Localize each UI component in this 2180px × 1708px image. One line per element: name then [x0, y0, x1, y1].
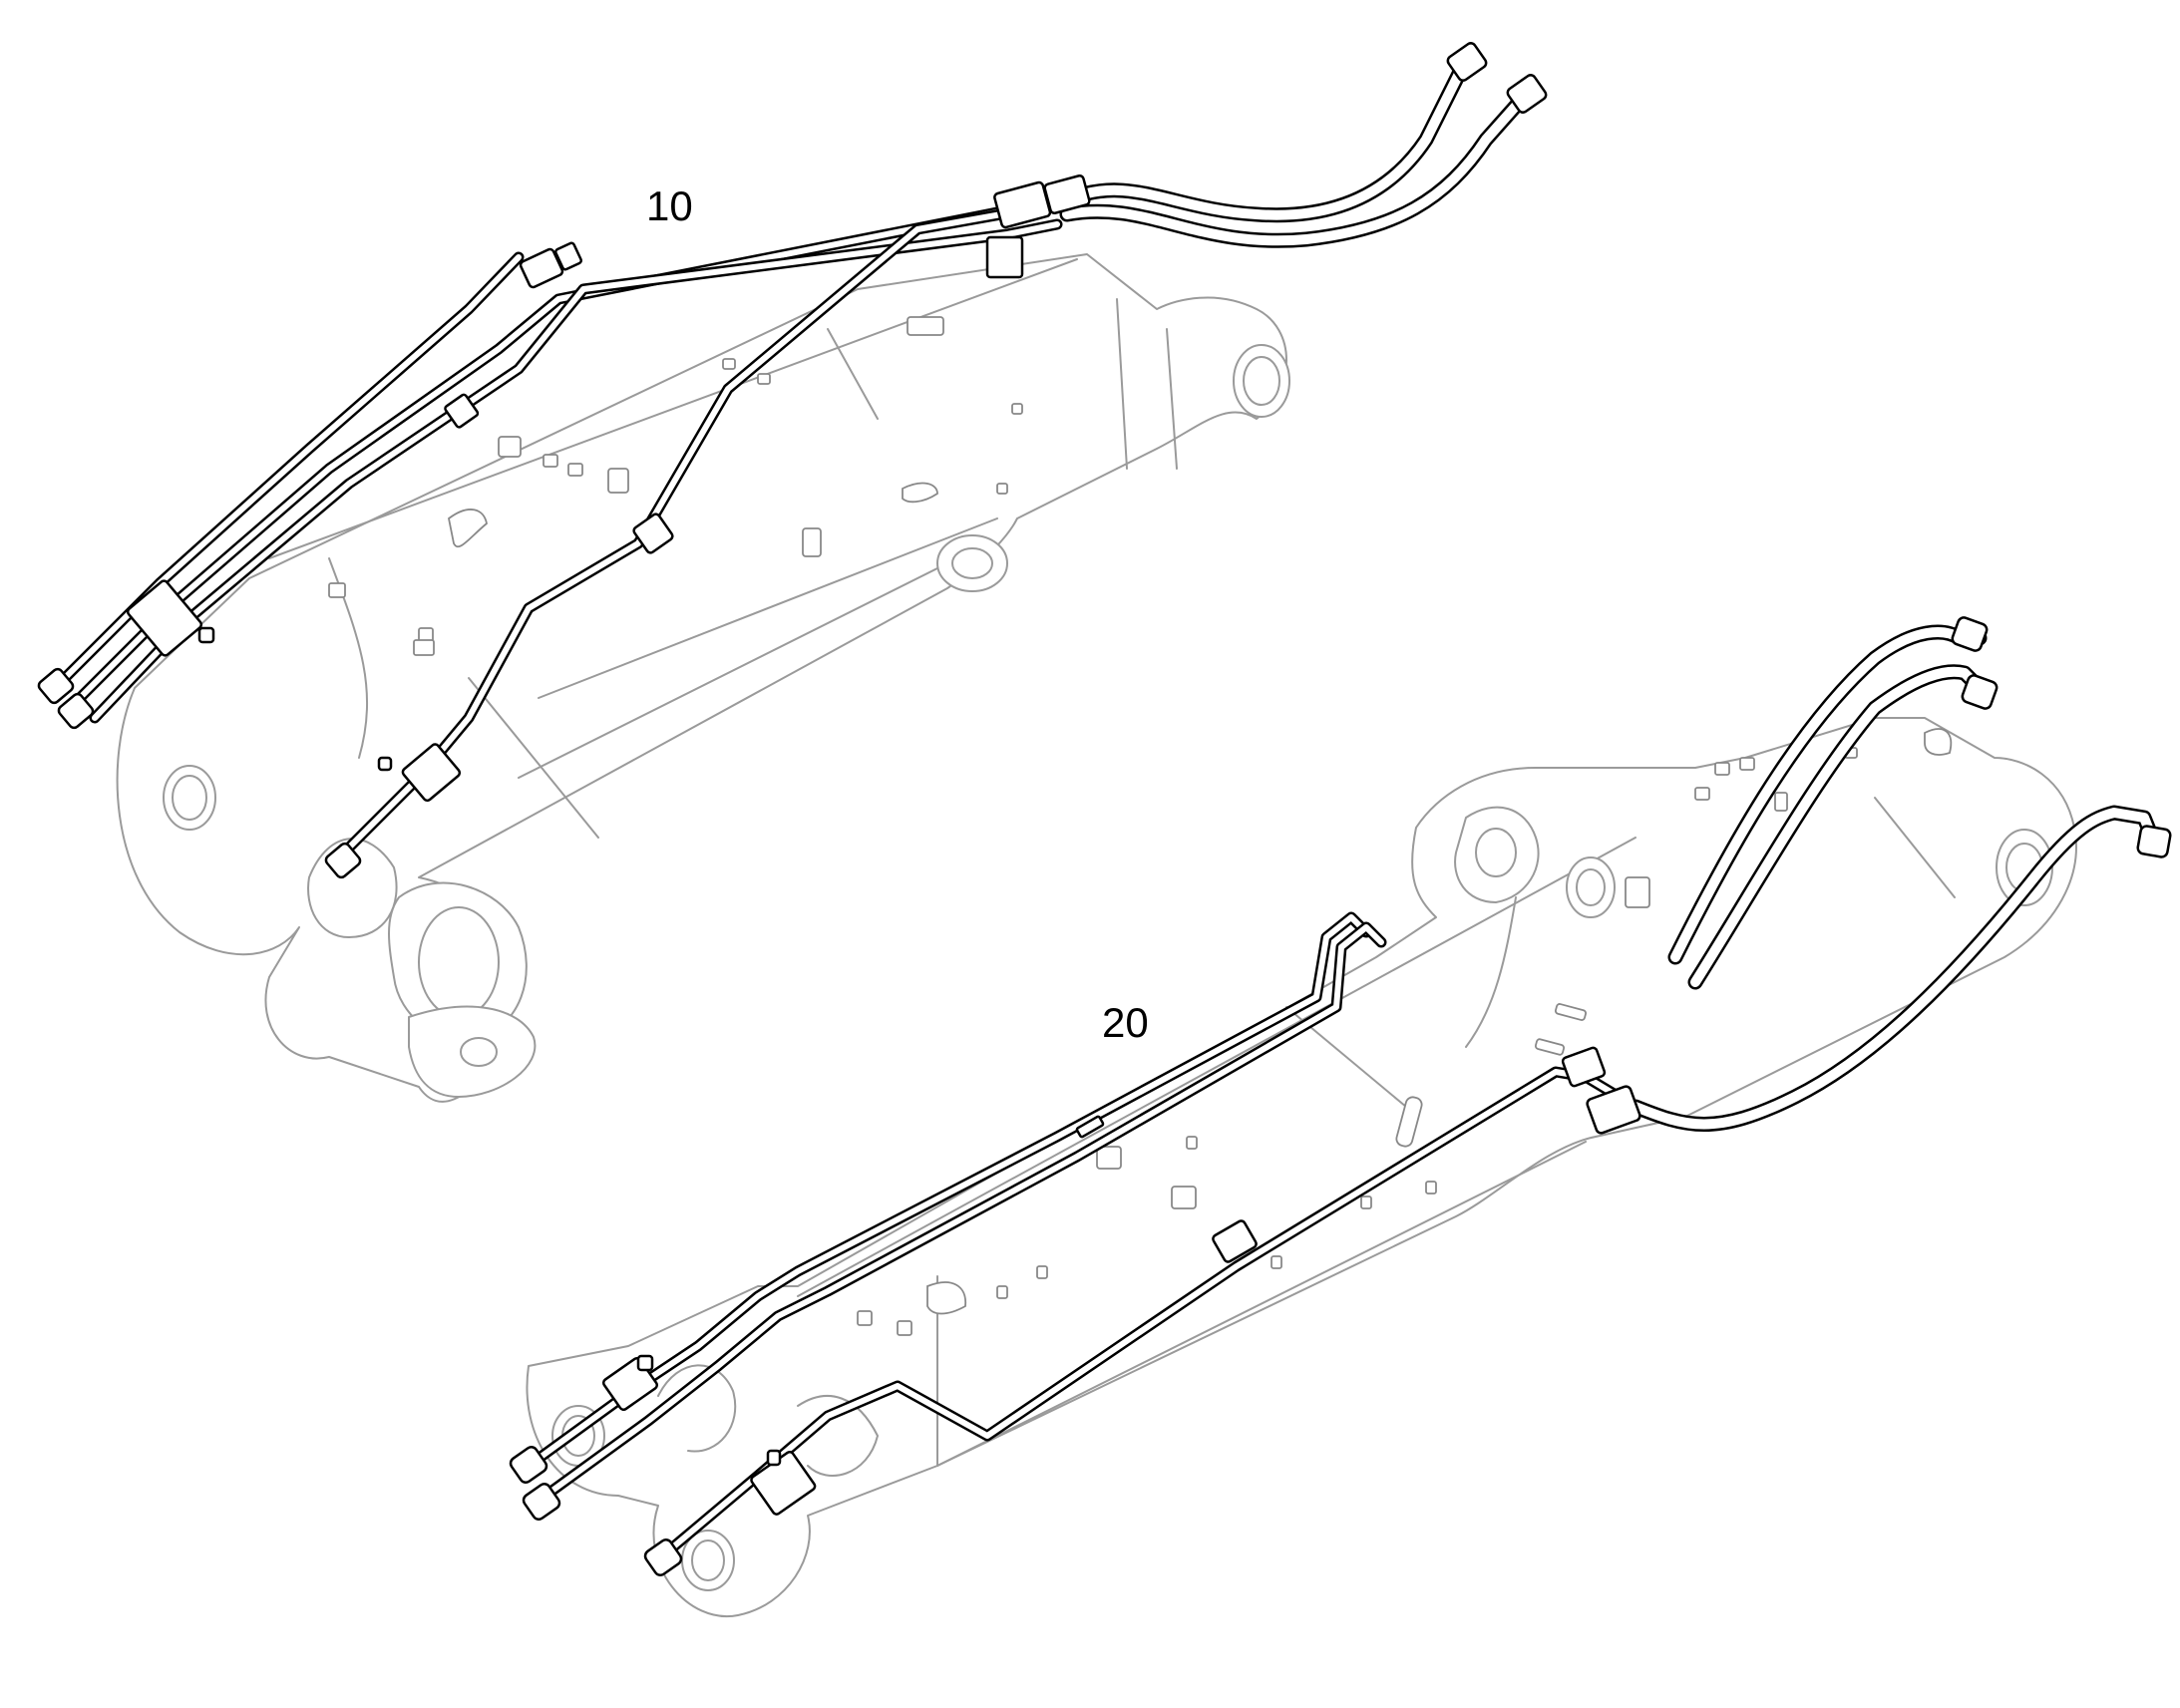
boom-fittings [37, 42, 1548, 879]
boom-assembly-10 [37, 42, 1548, 1103]
item-number-10: 10 [646, 182, 693, 229]
arm-assembly-20 [509, 616, 2172, 1618]
arm-fittings [509, 616, 2172, 1576]
boom-body [116, 253, 1290, 1103]
arm-hoses [1628, 624, 2162, 1132]
item-number-20: 20 [1102, 999, 1149, 1046]
boom-hoses [1049, 62, 1534, 248]
arm-pipes [523, 911, 1641, 1561]
